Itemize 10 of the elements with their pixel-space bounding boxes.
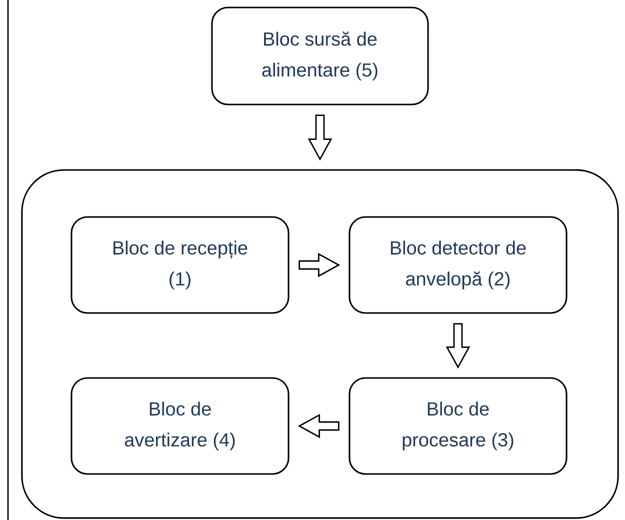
process-box: Bloc de recepție (1) bbox=[70, 216, 290, 314]
container-box bbox=[21, 169, 619, 519]
process-box: Bloc detector de anvelopă (2) bbox=[348, 216, 568, 314]
block-arrow bbox=[308, 114, 332, 161]
block-arrow bbox=[298, 252, 340, 278]
block-arrow bbox=[298, 414, 340, 438]
process-box: Bloc sursă de alimentare (5) bbox=[211, 6, 429, 106]
process-box: Bloc de avertizare (4) bbox=[70, 377, 290, 475]
process-box: Bloc de procesare (3) bbox=[348, 377, 568, 475]
block-arrow bbox=[446, 323, 470, 369]
